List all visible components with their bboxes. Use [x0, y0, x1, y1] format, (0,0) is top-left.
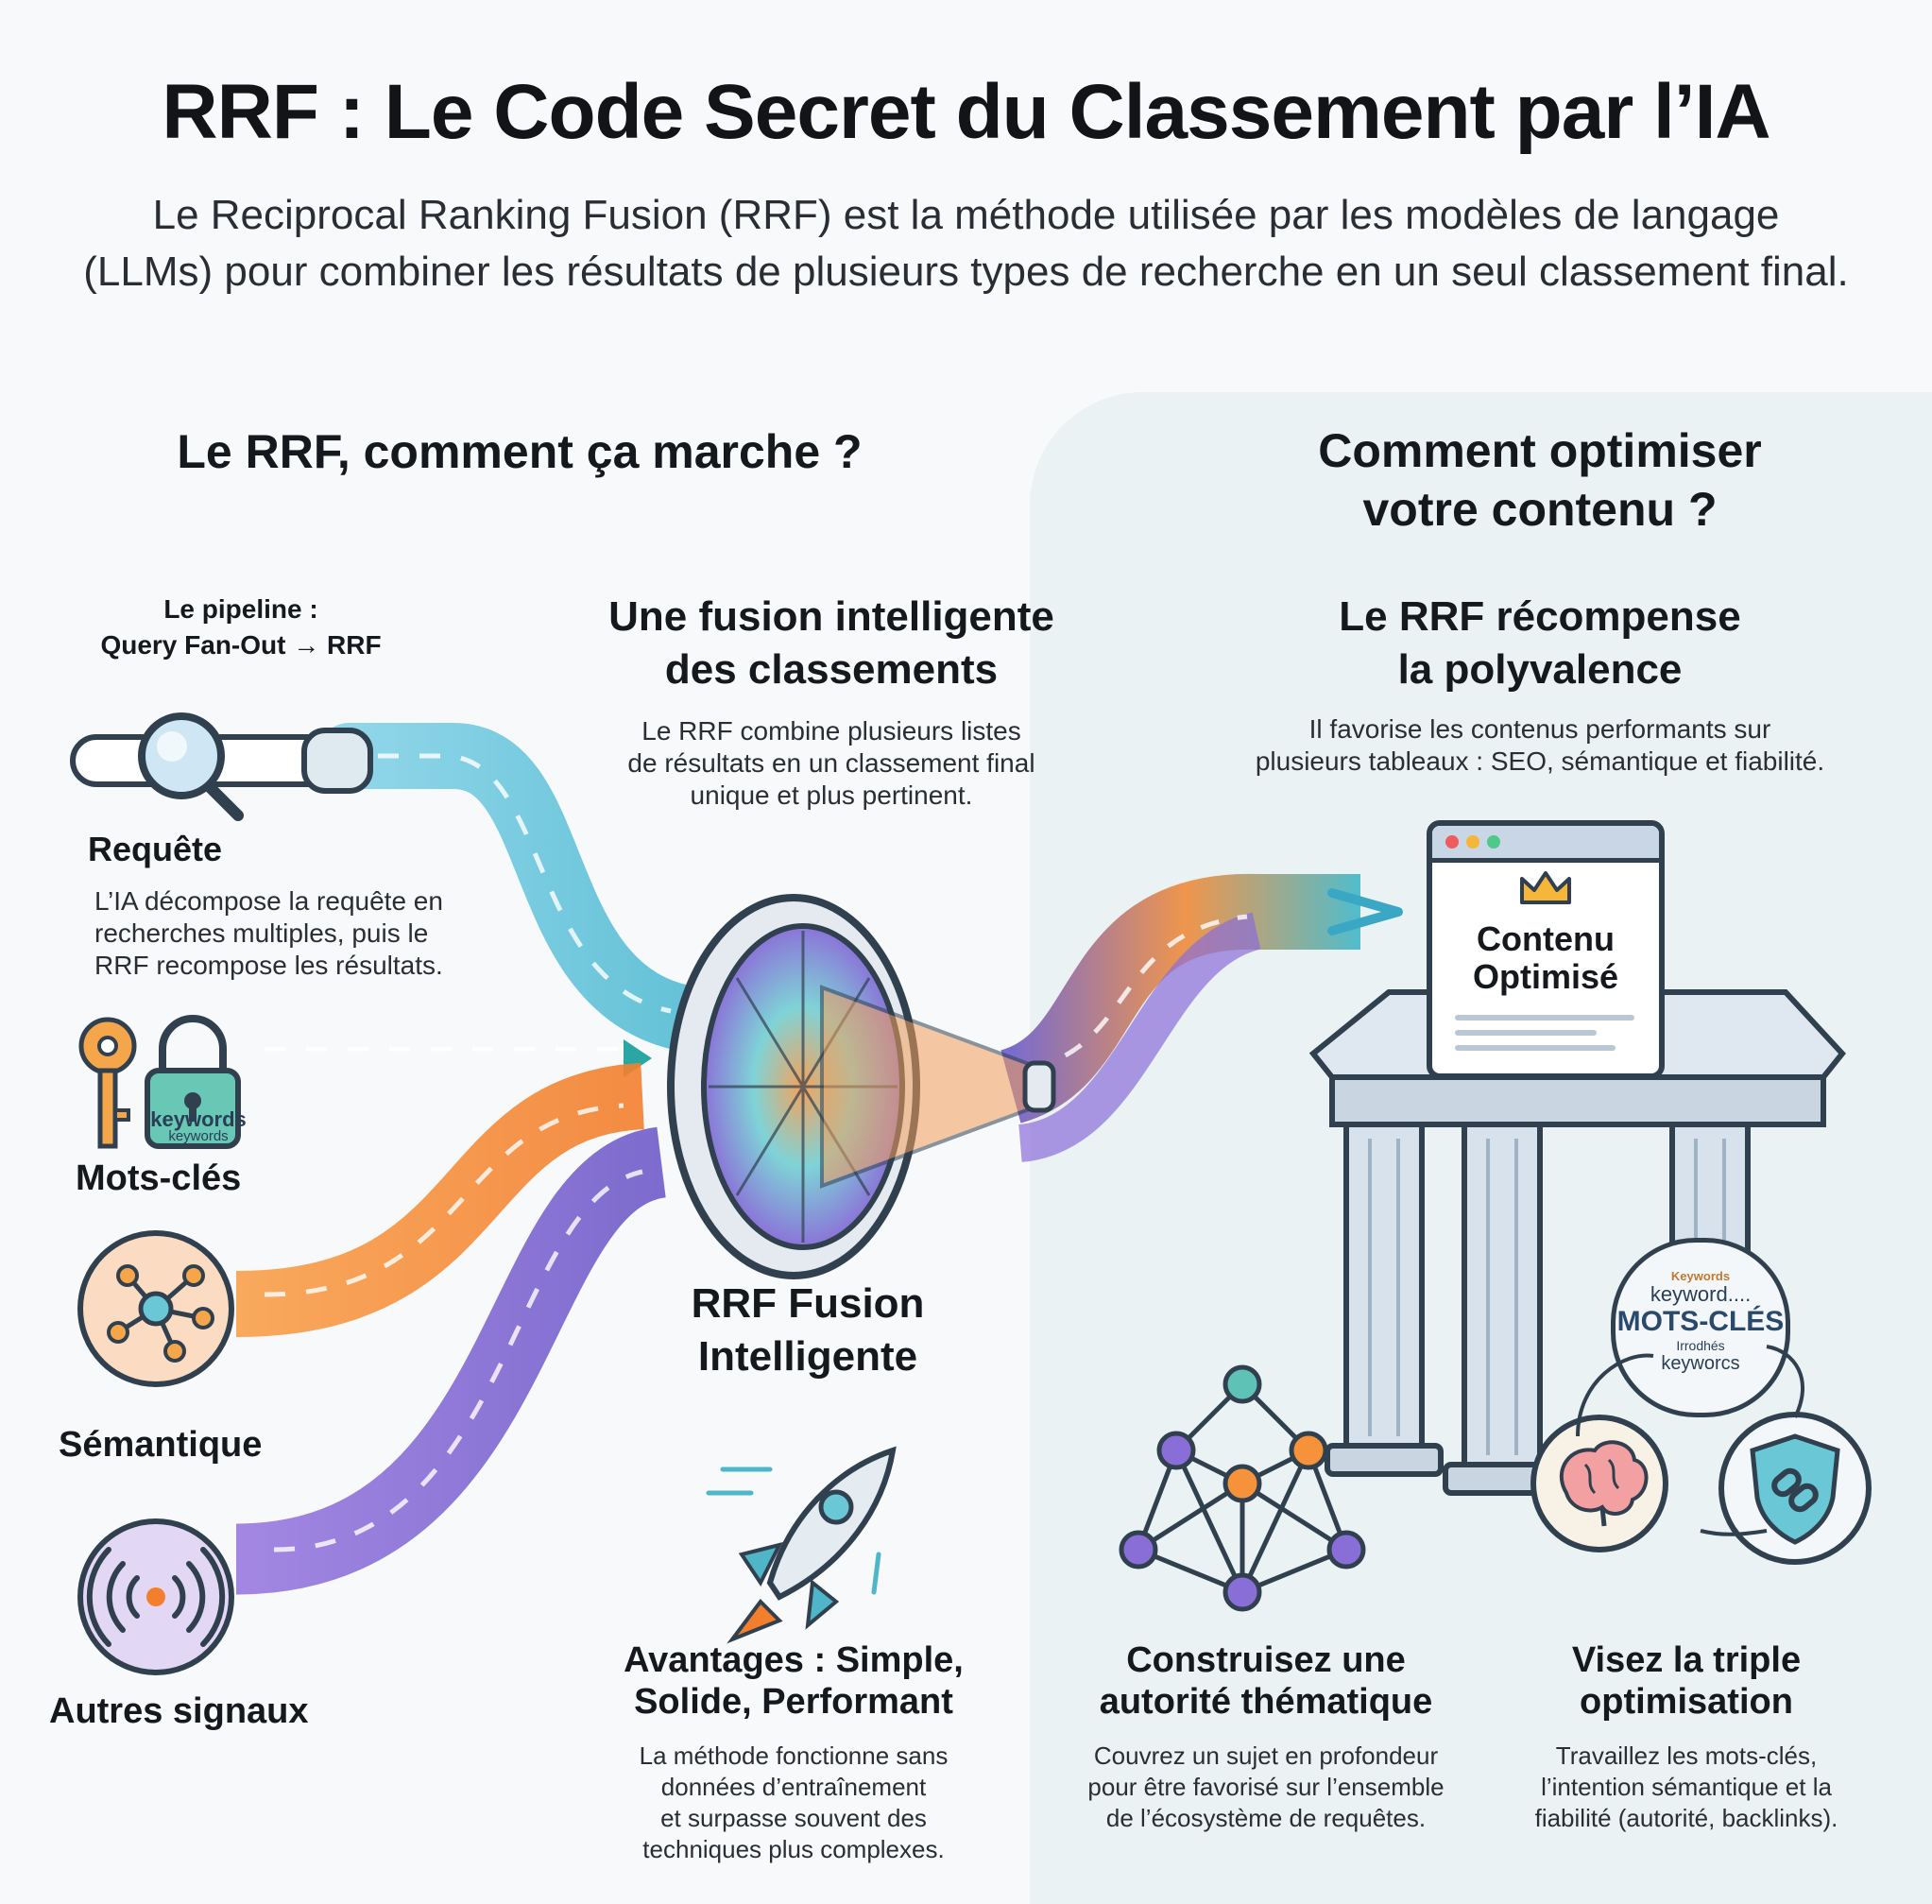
fusion-lens-icon	[667, 894, 1056, 1279]
rocket-icon	[706, 1446, 897, 1644]
adv-desc-line-2: données d’entraînement	[660, 1773, 927, 1801]
badge-keyword-3: keyworcs	[1661, 1353, 1740, 1374]
shield-link-icon	[1718, 1412, 1872, 1565]
pipeline-line-2: Query Fan-Out → RRF	[100, 630, 382, 660]
card-title-line-1: Contenu	[1477, 919, 1615, 958]
keywords-badge: keywords keywords	[132, 1107, 265, 1144]
polyvalence-heading-line-1: Le RRF récompense	[1339, 593, 1741, 640]
col1-desc-line-1: Couvrez un sujet en profondeur	[1093, 1741, 1439, 1770]
card-title-line-2: Optimisé	[1472, 957, 1619, 996]
subtitle-line-2: (LLMs) pour combiner les résultats de pl…	[83, 249, 1849, 295]
window-dot-green	[1487, 835, 1500, 849]
badge-mots-cles: MOTS-CLÉS	[1616, 1306, 1785, 1337]
fusion-label-line-2: Intelligente	[697, 1333, 918, 1380]
fusion-label-line-1: RRF Fusion	[691, 1280, 925, 1327]
topic-authority-heading-line-1: Construisez une	[1126, 1640, 1406, 1680]
col2-desc-line-1: Travaillez les mots-clés,	[1555, 1741, 1818, 1770]
polyvalence-desc-line-2: plusieurs tableaux : SEO, sémantique et …	[1255, 746, 1825, 776]
stream-semantique	[235, 1063, 645, 1337]
topic-authority-description: Couvrez un sujet en profondeur pour être…	[1049, 1741, 1483, 1834]
triple-heading-line-1: Visez la triple	[1571, 1640, 1802, 1680]
keywords-badge-line-1: keywords	[150, 1107, 247, 1131]
advantages-heading: Avantages : Simple, Solide, Performant	[586, 1639, 1001, 1723]
topic-authority-heading: Construisez une autorité thématique	[1058, 1639, 1474, 1723]
network-node-icon	[77, 1230, 234, 1387]
center-desc-line-3: unique et plus pertinent.	[690, 780, 973, 810]
badge-keywords-top: Keywords	[1670, 1269, 1731, 1283]
adv-desc-line-4: techniques plus complexes.	[642, 1835, 945, 1863]
requete-desc-line-3: RRF recompose les résultats.	[94, 951, 443, 980]
col2-desc-line-3: fiabilité (autorité, backlinks).	[1534, 1804, 1838, 1832]
col1-desc-line-2: pour être favorisé sur l’ensemble	[1087, 1773, 1445, 1801]
adv-desc-line-3: et surpasse souvent des	[660, 1804, 927, 1832]
card-title: Contenu Optimisé	[1432, 920, 1659, 996]
center-desc-line-1: Le RRF combine plusieurs listes	[641, 716, 1021, 746]
polyvalence-heading-line-2: la polyvalence	[1397, 646, 1683, 693]
adv-desc-line-1: La méthode fonctionne sans	[639, 1741, 949, 1770]
input-label-requete: Requête	[88, 830, 223, 868]
cycle-arrows	[1576, 1345, 1805, 1536]
badge-keyword-2: Irrodhés	[1676, 1338, 1725, 1353]
window-dot-red	[1445, 835, 1459, 849]
key-lock-icon	[78, 1015, 241, 1149]
signal-icon	[77, 1518, 234, 1675]
page-title: RRF : Le Code Secret du Classement par l…	[162, 69, 1770, 155]
center-desc-line-2: de résultats en un classement final	[627, 748, 1035, 778]
center-description: Le RRF combine plusieurs listes de résul…	[529, 715, 1134, 812]
pipeline-note: Le pipeline : Query Fan-Out → RRF	[57, 592, 425, 663]
keywords-badge-line-2: keywords	[168, 1128, 229, 1144]
advantages-heading-line-2: Solide, Performant	[634, 1682, 953, 1722]
input-label-mots-cles: Mots-clés	[76, 1158, 242, 1198]
section-heading-how-it-works: Le RRF, comment ça marche ?	[177, 425, 863, 478]
triple-optimization-description: Travaillez les mots-clés, l’intention sé…	[1474, 1741, 1899, 1834]
requete-desc-line-1: L’IA décompose la requête en	[94, 886, 443, 916]
card-titlebar	[1432, 826, 1659, 863]
center-heading-line-1: Une fusion intelligente	[608, 593, 1054, 640]
triple-heading-line-2: optimisation	[1580, 1682, 1793, 1722]
magnifier-icon	[70, 712, 373, 821]
col1-desc-line-3: de l’écosystème de requêtes.	[1105, 1804, 1427, 1832]
center-heading-line-2: des classements	[664, 646, 999, 693]
topic-authority-network-icon	[1119, 1364, 1366, 1612]
polyvalence-description: Il favorise les contenus performants sur…	[1171, 713, 1908, 778]
window-dot-yellow	[1466, 835, 1479, 849]
center-heading: Une fusion intelligente des classements	[529, 591, 1134, 696]
pipeline-line-1: Le pipeline :	[163, 594, 318, 624]
optimize-heading-line-2: votre contenu ?	[1362, 483, 1718, 536]
keywords-circle-badge: Keywords keyword.... MOTS-CLÉS Irrodhés …	[1611, 1238, 1790, 1417]
optimize-heading-line-1: Comment optimiser	[1318, 424, 1762, 477]
page-subtitle: Le Reciprocal Ranking Fusion (RRF) est l…	[57, 187, 1875, 300]
requete-desc-line-2: recherches multiples, puis le	[94, 918, 429, 948]
crown-icon	[1520, 871, 1571, 904]
requete-description: L’IA décompose la requête en recherches …	[94, 885, 529, 982]
brain-icon	[1530, 1415, 1668, 1552]
card-text-lines	[1455, 1015, 1634, 1051]
col2-desc-line-2: l’intention sémantique et la	[1541, 1773, 1832, 1801]
advantages-description: La méthode fonctionne sans données d’ent…	[586, 1741, 1001, 1865]
polyvalence-heading: Le RRF récompense la polyvalence	[1171, 591, 1908, 696]
input-label-semantique: Sémantique	[59, 1425, 263, 1465]
subtitle-line-1: Le Reciprocal Ranking Fusion (RRF) est l…	[152, 192, 1780, 238]
section-heading-optimize: Comment optimiser votre contenu ?	[1153, 421, 1927, 539]
polyvalence-desc-line-1: Il favorise les contenus performants sur	[1308, 714, 1771, 744]
input-label-autres-signaux: Autres signaux	[49, 1691, 309, 1731]
badge-keyword-1: keyword....	[1650, 1282, 1752, 1306]
fusion-label: RRF Fusion Intelligente	[642, 1278, 973, 1383]
optimized-content-card: Contenu Optimisé	[1427, 820, 1665, 1079]
topic-authority-heading-line-2: autorité thématique	[1099, 1682, 1433, 1722]
advantages-heading-line-1: Avantages : Simple,	[624, 1640, 964, 1680]
triple-optimization-heading: Visez la triple optimisation	[1474, 1639, 1899, 1723]
